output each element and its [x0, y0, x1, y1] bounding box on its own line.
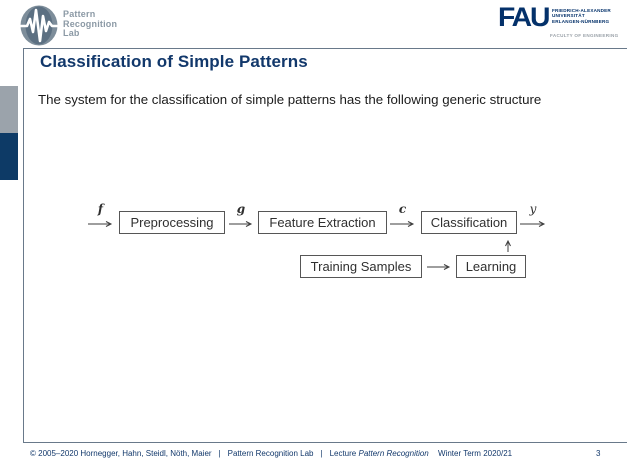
box-label: Feature Extraction	[269, 215, 376, 230]
prl-logo-line: Recognition	[63, 18, 118, 29]
diagram-box-classification: Classification	[421, 211, 517, 234]
prl-logo-line: Pattern	[63, 9, 96, 19]
diagram-box-learning: Learning	[456, 255, 526, 278]
footer-page-number: 3	[596, 449, 601, 458]
footer-separator: |	[218, 449, 221, 458]
sidebar-accent-blue	[0, 133, 18, 180]
fau-name-line: FRIEDRICH-ALEXANDER	[552, 8, 611, 13]
fau-name-line: UNIVERSITÄT	[552, 13, 585, 19]
slide-body-text: The system for the classification of sim…	[38, 92, 542, 107]
content-frame	[23, 48, 627, 443]
footer-lab: Pattern Recognition Lab	[227, 449, 314, 458]
footer-lecture-prefix: Lecture	[329, 449, 357, 458]
box-label: Learning	[465, 259, 517, 274]
footer-lecture-name: Pattern Recognition	[358, 449, 429, 458]
fau-wordmark: FAU	[498, 2, 551, 32]
box-label: Training Samples	[310, 259, 412, 274]
arrow-label-g: g	[236, 202, 246, 216]
arrow-label-c: c	[398, 202, 407, 216]
prl-logo-icon	[20, 5, 58, 46]
prl-logo-text: Pattern Recognition Lab	[63, 9, 118, 39]
footer-credits: © 2005–2020 Hornegger, Hahn, Steidl, Nöt…	[30, 449, 429, 458]
prl-logo-line: Lab	[63, 28, 80, 38]
diagram-box-feature-extraction: Feature Extraction	[258, 211, 387, 234]
arrow-label-f: f	[97, 202, 104, 216]
box-label: Preprocessing	[130, 215, 214, 230]
page-title: Classification of Simple Patterns	[40, 52, 308, 71]
arrow-label-y: y	[529, 202, 537, 216]
fau-name-line: ERLANGEN-NÜRNBERG	[552, 18, 610, 24]
fau-university-name: FRIEDRICH-ALEXANDER UNIVERSITÄT ERLANGEN…	[552, 8, 611, 24]
box-label: Classification	[430, 215, 508, 230]
footer-separator: |	[320, 449, 323, 458]
diagram-box-training-samples: Training Samples	[300, 255, 422, 278]
sidebar-accent-gray	[0, 86, 18, 133]
footer-copyright: © 2005–2020 Hornegger, Hahn, Steidl, Nöt…	[30, 449, 212, 458]
prl-logo: Pattern Recognition Lab	[20, 5, 117, 46]
fau-logo: FAU FRIEDRICH-ALEXANDER UNIVERSITÄT ERLA…	[498, 2, 619, 39]
diagram-box-preprocessing: Preprocessing	[119, 211, 225, 234]
fau-faculty-label: FACULTY OF ENGINEERING	[550, 33, 619, 38]
footer-term: Winter Term 2020/21	[438, 449, 513, 458]
